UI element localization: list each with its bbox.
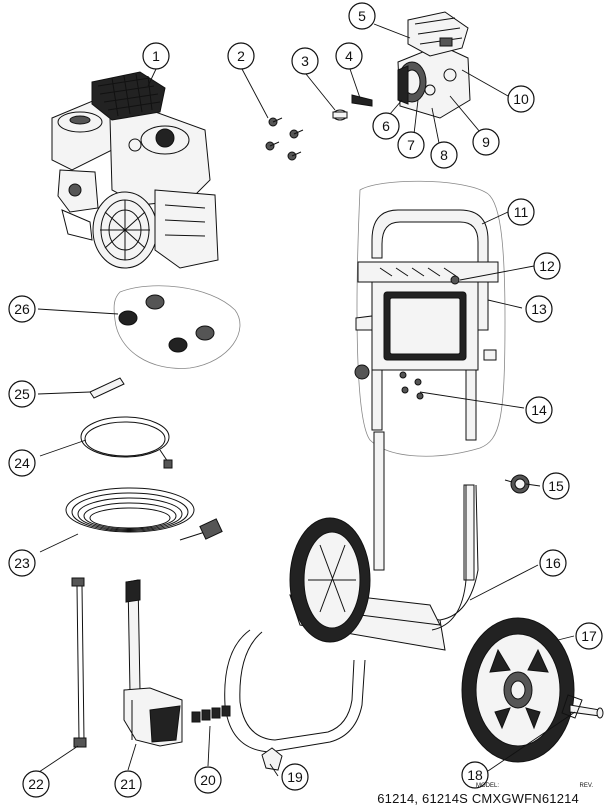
rev-label: REV. (579, 783, 593, 789)
callout-10: 10 (507, 85, 535, 113)
callout-20: 20 (194, 766, 222, 794)
callout-26: 26 (8, 295, 36, 323)
callout-3: 3 (291, 47, 319, 75)
callout-8: 8 (430, 141, 458, 169)
callout-9: 9 (472, 128, 500, 156)
callout-24: 24 (8, 449, 36, 477)
callout-16: 16 (539, 549, 567, 577)
callout-1: 1 (142, 42, 170, 70)
small-parts-3-4 (332, 94, 373, 121)
left-wheel (289, 517, 371, 643)
callout-18: 18 (461, 761, 489, 789)
callout-15: 15 (542, 472, 570, 500)
svg-text:1: 1 (152, 48, 160, 64)
svg-text:5: 5 (358, 8, 366, 24)
svg-text:11: 11 (514, 204, 529, 220)
svg-text:10: 10 (513, 91, 529, 107)
pump-illustration (397, 11, 471, 119)
callout-22: 22 (22, 770, 50, 798)
model-footer: MODEL: 61214, 61214S CMXGWFN61214 REV. (377, 783, 593, 808)
svg-text:15: 15 (548, 478, 564, 494)
engine-illustration (51, 71, 219, 269)
svg-text:9: 9 (482, 134, 490, 150)
svg-text:4: 4 (345, 48, 353, 64)
model-numbers: 61214, 61214S CMXGWFN61214 (377, 791, 579, 806)
hose-23 (65, 487, 223, 541)
svg-text:8: 8 (440, 147, 448, 163)
rubber-feet-26 (113, 285, 241, 369)
tube-24 (80, 416, 173, 469)
handle-panel-group (354, 180, 506, 457)
right-wheel-17 (461, 617, 575, 763)
svg-text:26: 26 (14, 301, 30, 317)
svg-text:6: 6 (382, 118, 390, 134)
callout-17: 17 (575, 622, 603, 650)
svg-text:14: 14 (531, 402, 547, 418)
svg-text:3: 3 (301, 53, 309, 69)
svg-text:7: 7 (407, 137, 415, 153)
callout-2: 2 (227, 42, 255, 70)
svg-text:18: 18 (467, 767, 483, 783)
callout-14: 14 (525, 396, 553, 424)
svg-text:19: 19 (287, 769, 303, 785)
svg-text:17: 17 (581, 628, 597, 644)
callout-21: 21 (114, 770, 142, 798)
callout-25: 25 (8, 380, 36, 408)
callout-13: 13 (525, 295, 553, 323)
svg-text:22: 22 (28, 776, 44, 792)
svg-text:16: 16 (545, 555, 561, 571)
svg-text:13: 13 (531, 301, 547, 317)
spray-gun-21 (123, 579, 183, 747)
svg-text:12: 12 (539, 258, 555, 274)
callout-7: 7 (397, 131, 425, 159)
svg-text:20: 20 (200, 772, 216, 788)
svg-text:2: 2 (237, 48, 245, 64)
knob-15 (504, 474, 530, 494)
svg-text:24: 24 (14, 455, 30, 471)
callout-23: 23 (8, 549, 36, 577)
callout-11: 11 (507, 198, 535, 226)
callout-6: 6 (372, 112, 400, 140)
screws-set (265, 117, 304, 161)
callout-5: 5 (348, 2, 376, 30)
svg-text:25: 25 (14, 386, 30, 402)
nozzles-20 (191, 705, 231, 723)
callout-19: 19 (281, 763, 309, 791)
svg-text:23: 23 (14, 555, 30, 571)
callout-4: 4 (335, 42, 363, 70)
axle-pin-18 (561, 694, 604, 719)
model-label: MODEL: (475, 783, 499, 789)
callout-12: 12 (533, 252, 561, 280)
wand-22 (71, 577, 87, 748)
leader-lines (35, 23, 576, 777)
svg-text:21: 21 (120, 776, 136, 792)
tag-25 (89, 377, 125, 399)
clip-19 (261, 747, 283, 771)
